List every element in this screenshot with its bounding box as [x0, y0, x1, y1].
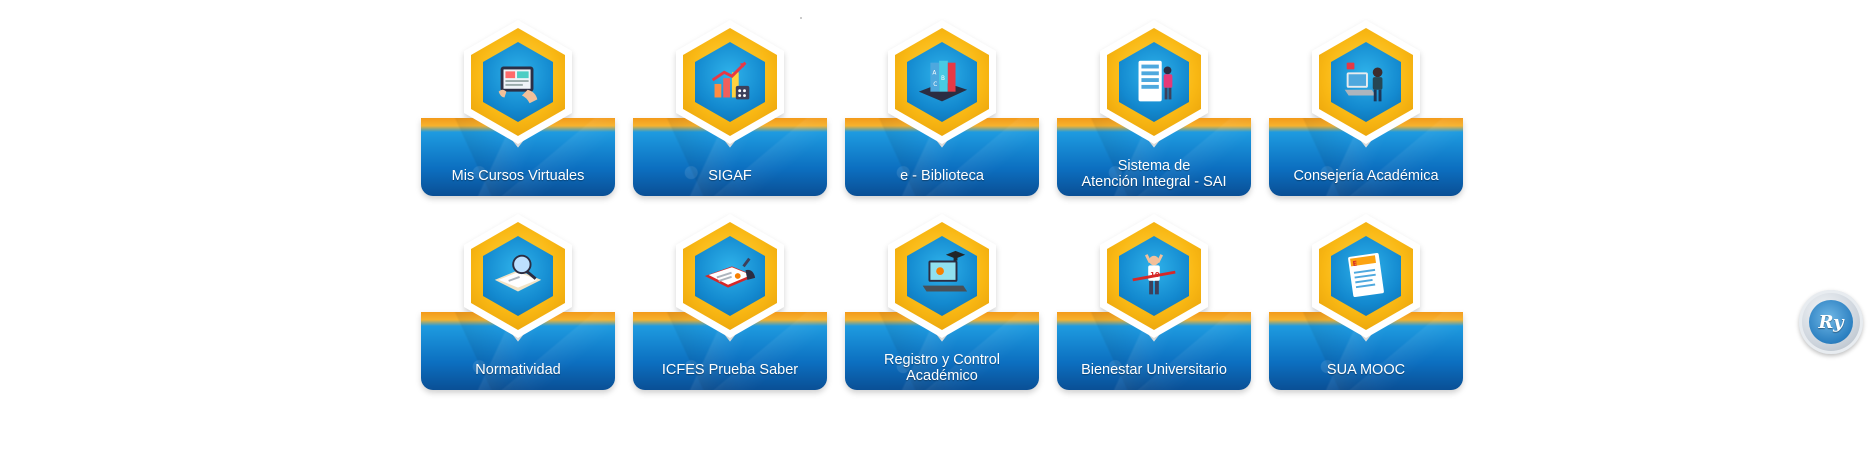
tile-consejeria-academica[interactable]: Consejería Académica — [1267, 18, 1465, 198]
services-grid: Mis Cursos Virtuales SIGAF — [419, 18, 1465, 392]
ry-logo-button[interactable]: Ry — [1799, 290, 1863, 354]
tile-icfes-prueba-saber[interactable]: ICFES Prueba Saber — [631, 212, 829, 392]
tile-sigaf[interactable]: SIGAF — [631, 18, 829, 198]
laptop-graduation-icon — [907, 236, 977, 316]
tile-label: Mis Cursos Virtuales — [451, 168, 585, 184]
svg-text:C: C — [933, 82, 937, 88]
tile-label: SUA MOOC — [1326, 362, 1406, 378]
tile-label: Consejería Académica — [1293, 168, 1439, 184]
tile-bienestar-universitario[interactable]: 10 Bienestar Universitario — [1055, 212, 1253, 392]
svg-text:B: B — [941, 76, 945, 82]
tile-label: Sistema de Atención Integral - SAI — [1081, 158, 1227, 190]
tile-mis-cursos-virtuales[interactable]: Mis Cursos Virtuales — [419, 18, 617, 198]
tile-label: Bienestar Universitario — [1081, 362, 1227, 378]
documents-magnifier-icon — [483, 236, 553, 316]
tile-label: Normatividad — [475, 362, 561, 378]
tile-registro-control-academico[interactable]: Registro y Control Académico — [843, 212, 1041, 392]
tile-base — [633, 118, 827, 196]
tile-e-biblioteca[interactable]: A B C e - Biblioteca — [843, 18, 1041, 198]
tile-label: Registro y Control Académico — [883, 352, 1001, 384]
tile-label: SIGAF — [708, 168, 752, 184]
tile-base — [845, 312, 1039, 390]
tile-sua-mooc[interactable]: E SUA MOOC — [1267, 212, 1465, 392]
tile-base — [1057, 118, 1251, 196]
exam-sheet-icon — [695, 236, 765, 316]
books-tablet-icon: A B C — [907, 42, 977, 122]
tile-label: ICFES Prueba Saber — [661, 362, 799, 378]
svg-text:E: E — [1352, 259, 1358, 268]
growth-chart-icon — [695, 42, 765, 122]
svg-text:A: A — [932, 70, 936, 76]
tile-label: e - Biblioteca — [900, 168, 984, 184]
decorative-dot — [800, 17, 802, 19]
tile-normatividad[interactable]: Normatividad — [419, 212, 617, 392]
ry-logo-icon: Ry — [1809, 300, 1853, 344]
tile-sistema-atencion-integral[interactable]: Sistema de Atención Integral - SAI — [1055, 18, 1253, 198]
